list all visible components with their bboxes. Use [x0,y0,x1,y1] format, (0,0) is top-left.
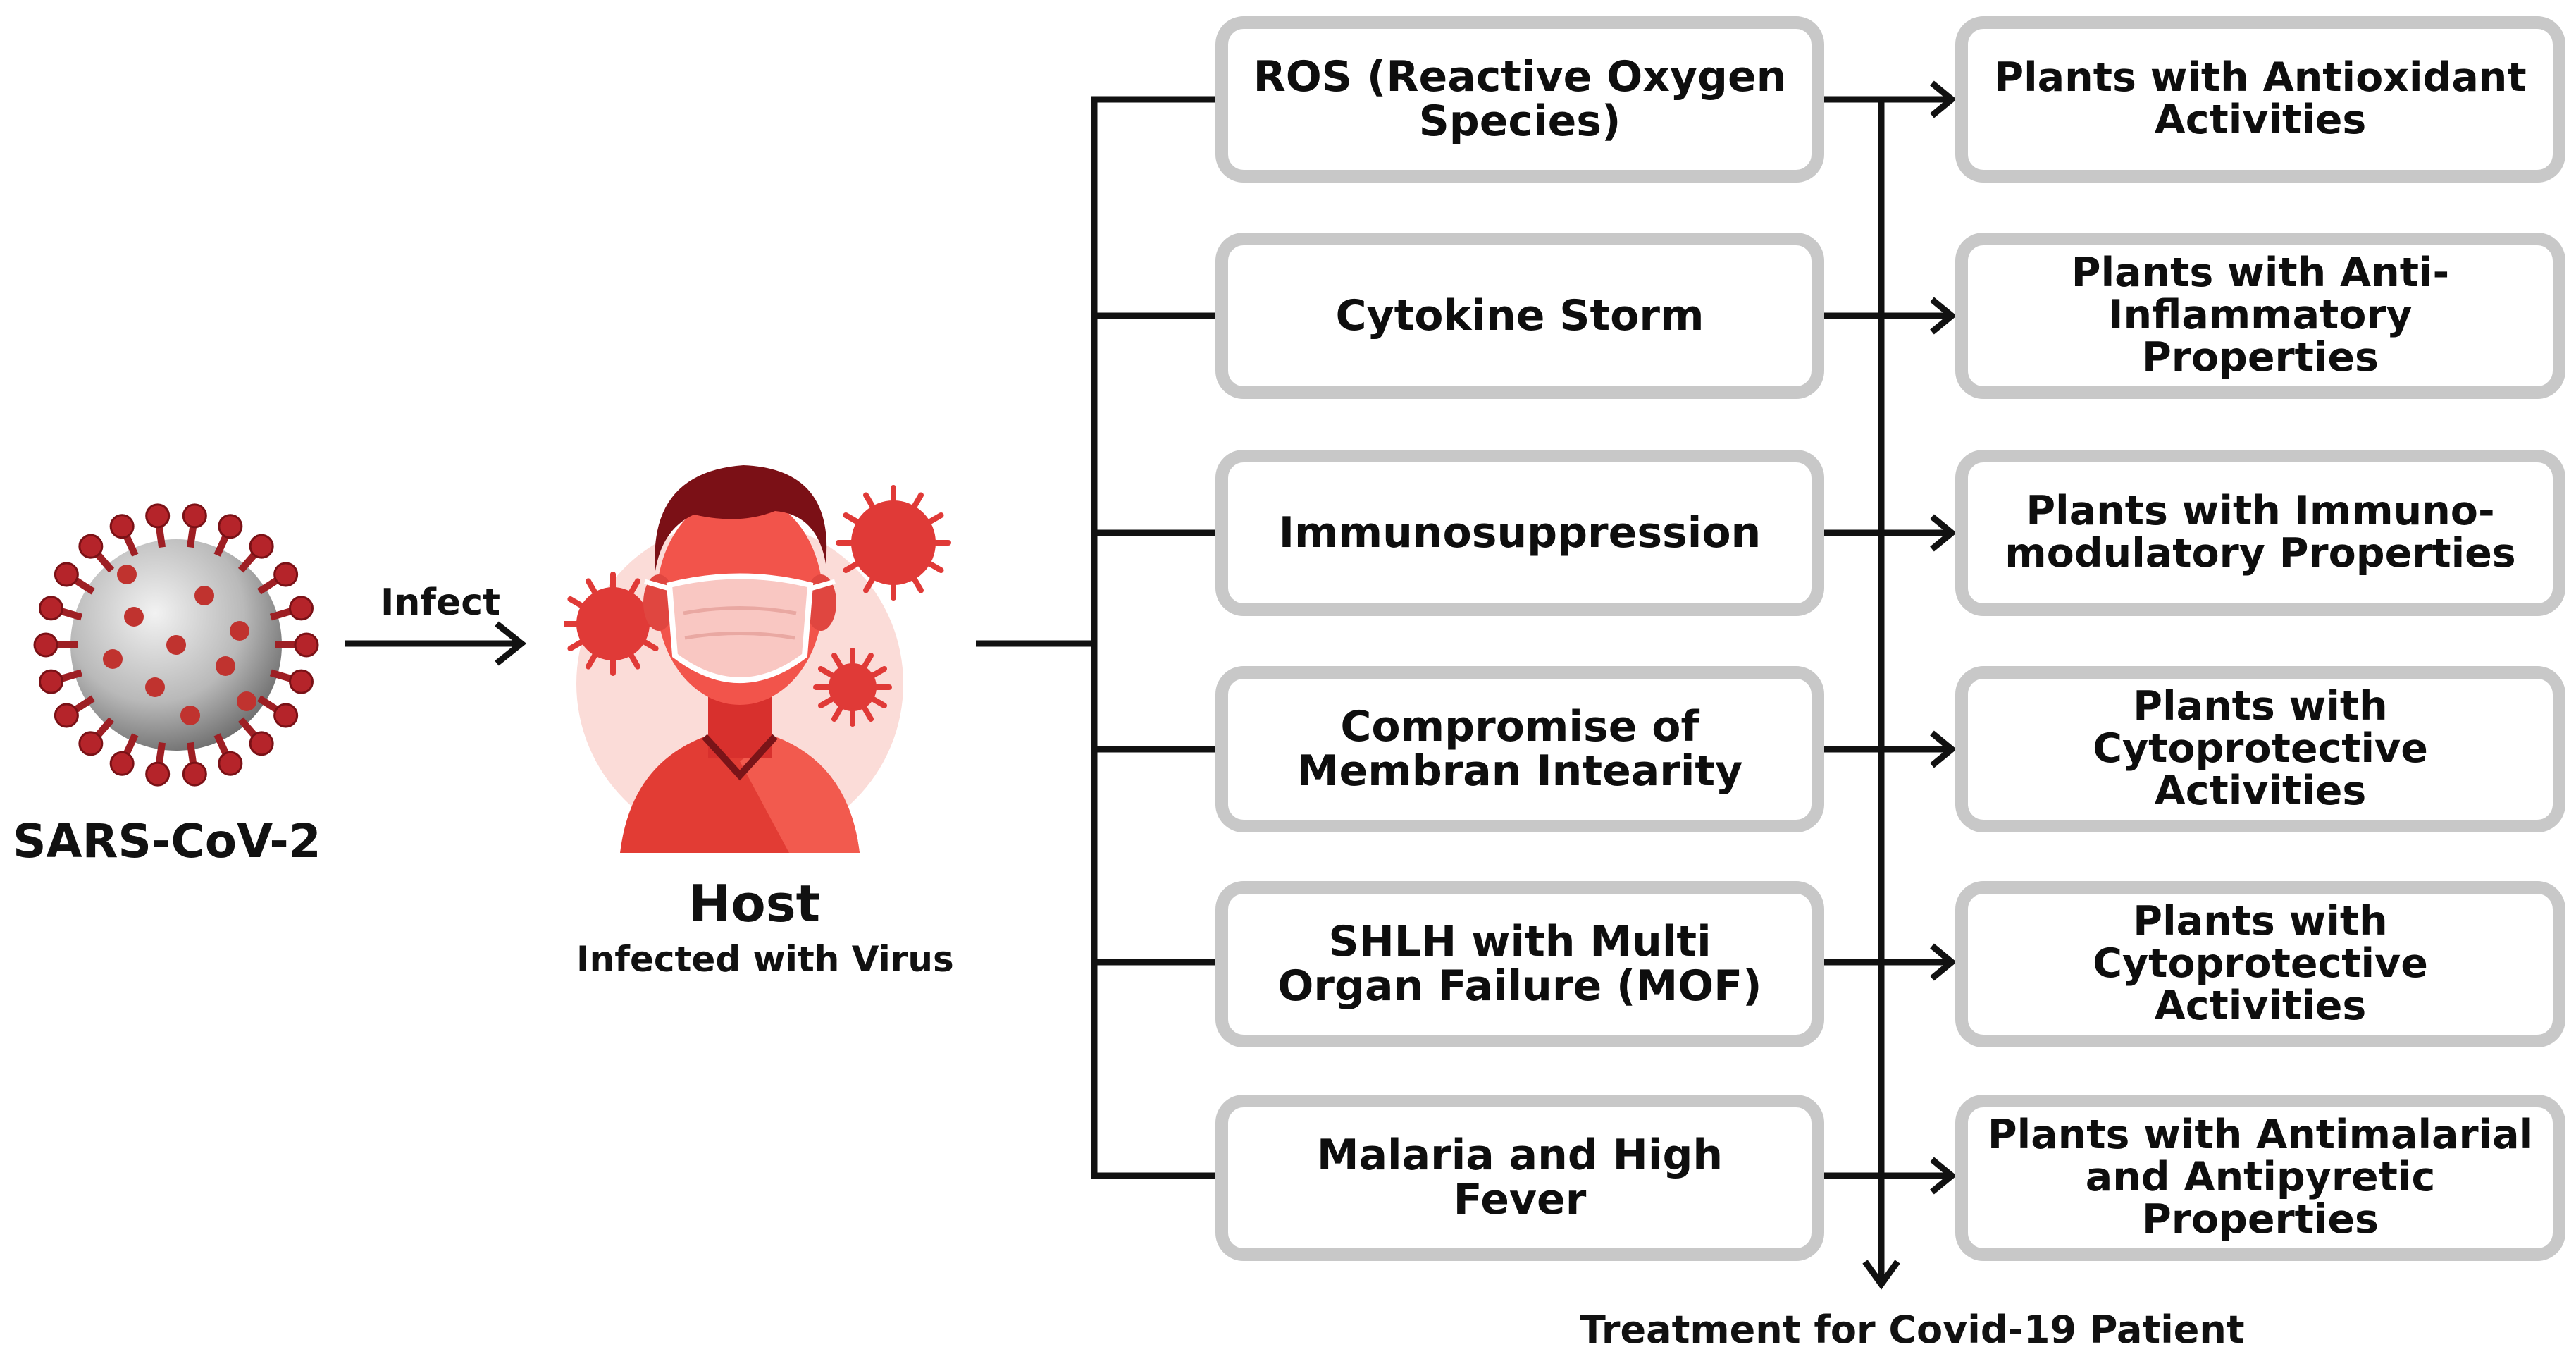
condition-label: ROS (Reactive Oxygen Species) [1253,52,1787,146]
host-title: Host [688,874,820,933]
treatment-label: Plants with Antioxidant Activities [1994,54,2527,143]
treatment-box-anti-inflammatory: Plants with Anti-Inflammatory Properties [1955,233,2565,399]
condition-label: SHLH with Multi Organ Failure (MOF) [1277,917,1762,1011]
treatment-box-antimalarial: Plants with Antimalarial and Antipyretic… [1955,1095,2565,1261]
treatment-box-immunomodulatory: Plants with Immuno-modulatory Properties [1955,450,2565,616]
condition-label: Compromise of Membran Intearity [1296,702,1743,796]
masked-person-icon [564,465,951,853]
treatment-box-cytoprotective-1: Plants with Cytoprotective Activities [1955,666,2565,832]
treatment-label: Plants with Anti-Inflammatory Properties [2071,250,2450,381]
treatment-label: Plants with Immuno-modulatory Properties [2005,488,2516,577]
condition-box-malaria-fever: Malaria and High Fever [1215,1095,1824,1261]
outcome-label: Treatment for Covid-19 Patient [1580,1307,2245,1352]
condition-label: Cytokine Storm [1335,290,1704,340]
treatment-arrows [1821,80,1957,1195]
outcome-arrow [1862,99,1900,1290]
condition-box-ros: ROS (Reactive Oxygen Species) [1215,16,1824,183]
host-subtitle: Infected with Virus [576,939,954,980]
treatment-box-cytoprotective-2: Plants with Cytoprotective Activities [1955,881,2565,1047]
condition-label: Malaria and High Fever [1316,1131,1723,1224]
treatment-label: Plants with Antimalarial and Antipyretic… [1987,1112,2534,1243]
condition-box-immunosuppression: Immunosuppression [1215,450,1824,616]
coronavirus-icon [33,503,319,787]
infect-arrow [345,621,527,666]
condition-box-membrane-integrity: Compromise of Membran Intearity [1215,666,1824,832]
treatment-label: Plants with Cytoprotective Activities [2093,898,2428,1029]
condition-box-shlh-mof: SHLH with Multi Organ Failure (MOF) [1215,881,1824,1047]
treatment-label: Plants with Cytoprotective Activities [2093,683,2428,814]
virus-particle-icon [576,500,936,711]
treatment-box-antioxidant: Plants with Antioxidant Activities [1955,16,2565,183]
condition-branches [1091,96,1219,1179]
infect-label: Infect [380,582,500,624]
virus-label: SARS-CoV-2 [13,814,321,868]
condition-box-cytokine-storm: Cytokine Storm [1215,233,1824,399]
condition-label: Immunosuppression [1278,507,1761,558]
